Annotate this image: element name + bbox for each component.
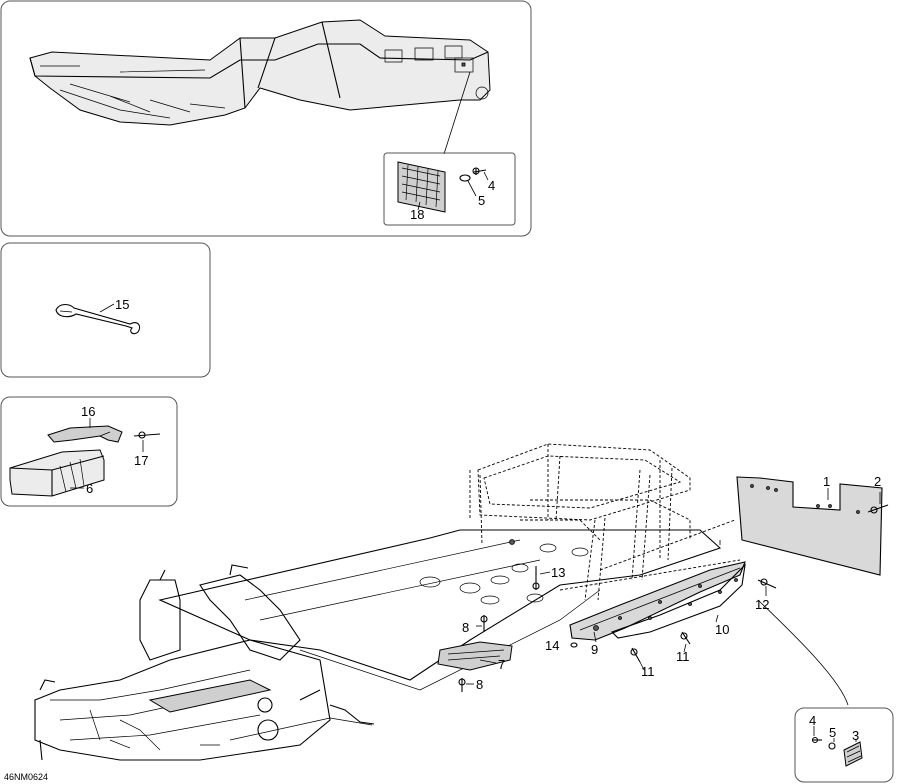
- washer-part-14: [570, 642, 578, 648]
- cargo-rack: [469, 443, 691, 601]
- rear-bumper-part: [29, 19, 491, 126]
- rivet-part-11a: [630, 647, 641, 663]
- callout-18: 18: [410, 207, 424, 222]
- screw-part-2: [867, 504, 889, 514]
- spanner-wrench-part-15: [55, 303, 141, 335]
- callout-9: 9: [591, 642, 598, 657]
- reflector-part-18: [397, 161, 446, 213]
- leader-curve: [757, 599, 849, 706]
- washer-5-top: [459, 174, 471, 182]
- callout-5-top: 5: [478, 193, 485, 208]
- callout-14: 14: [545, 638, 559, 653]
- rivet-part-11b: [680, 631, 691, 645]
- rail-part-9: [569, 561, 746, 641]
- callout-7: 7: [498, 657, 505, 672]
- callout-4-top: 4: [488, 178, 495, 193]
- frame-front: [34, 639, 331, 761]
- rivet-part-12: [757, 578, 777, 589]
- callout-4-bottom: 4: [809, 713, 816, 728]
- callout-11a: 11: [641, 664, 655, 679]
- screw-4-bottom: [811, 736, 822, 744]
- reflector-inset-bottom: 4 5 3: [794, 707, 894, 783]
- diagram-code: 46NM0624: [4, 772, 48, 782]
- callout-1: 1: [823, 474, 830, 489]
- callout-8b: 8: [476, 677, 483, 692]
- bumper-panel: 4 5 18: [0, 0, 532, 237]
- bracket-part-16: [47, 425, 123, 443]
- mud-flap-part-1: [736, 476, 883, 576]
- rivet-part-8a: [480, 615, 488, 632]
- floor-pad-part-7: [437, 641, 513, 671]
- frame-assembly: [34, 443, 746, 761]
- callout-3: 3: [852, 728, 859, 743]
- callout-8a: 8: [462, 620, 469, 635]
- callout-16: 16: [81, 404, 95, 419]
- callout-2: 2: [874, 474, 881, 489]
- leader-line: [443, 71, 471, 155]
- callout-17: 17: [134, 453, 148, 468]
- rivet-part-17: [133, 431, 161, 439]
- pad-part-6: [9, 449, 105, 497]
- callout-5-bottom: 5: [829, 725, 836, 740]
- callout-13: 13: [551, 565, 565, 580]
- wrench-panel: 15: [0, 242, 211, 378]
- rivet-part-13: [532, 566, 540, 590]
- callout-15: 15: [115, 297, 129, 312]
- strap-panel: 16 17 6: [0, 396, 178, 507]
- reflector-part-3: [843, 741, 863, 767]
- rivet-part-8b: [458, 678, 466, 692]
- reflector-inset-box: [383, 152, 516, 226]
- callout-11b: 11: [676, 649, 690, 664]
- callout-10: 10: [715, 622, 729, 637]
- callout-6: 6: [86, 481, 93, 496]
- frame-floor: [158, 529, 722, 681]
- washer-5-bottom: [828, 742, 836, 750]
- flap-support-part-10: [610, 563, 746, 639]
- screw-4-top: [472, 167, 487, 175]
